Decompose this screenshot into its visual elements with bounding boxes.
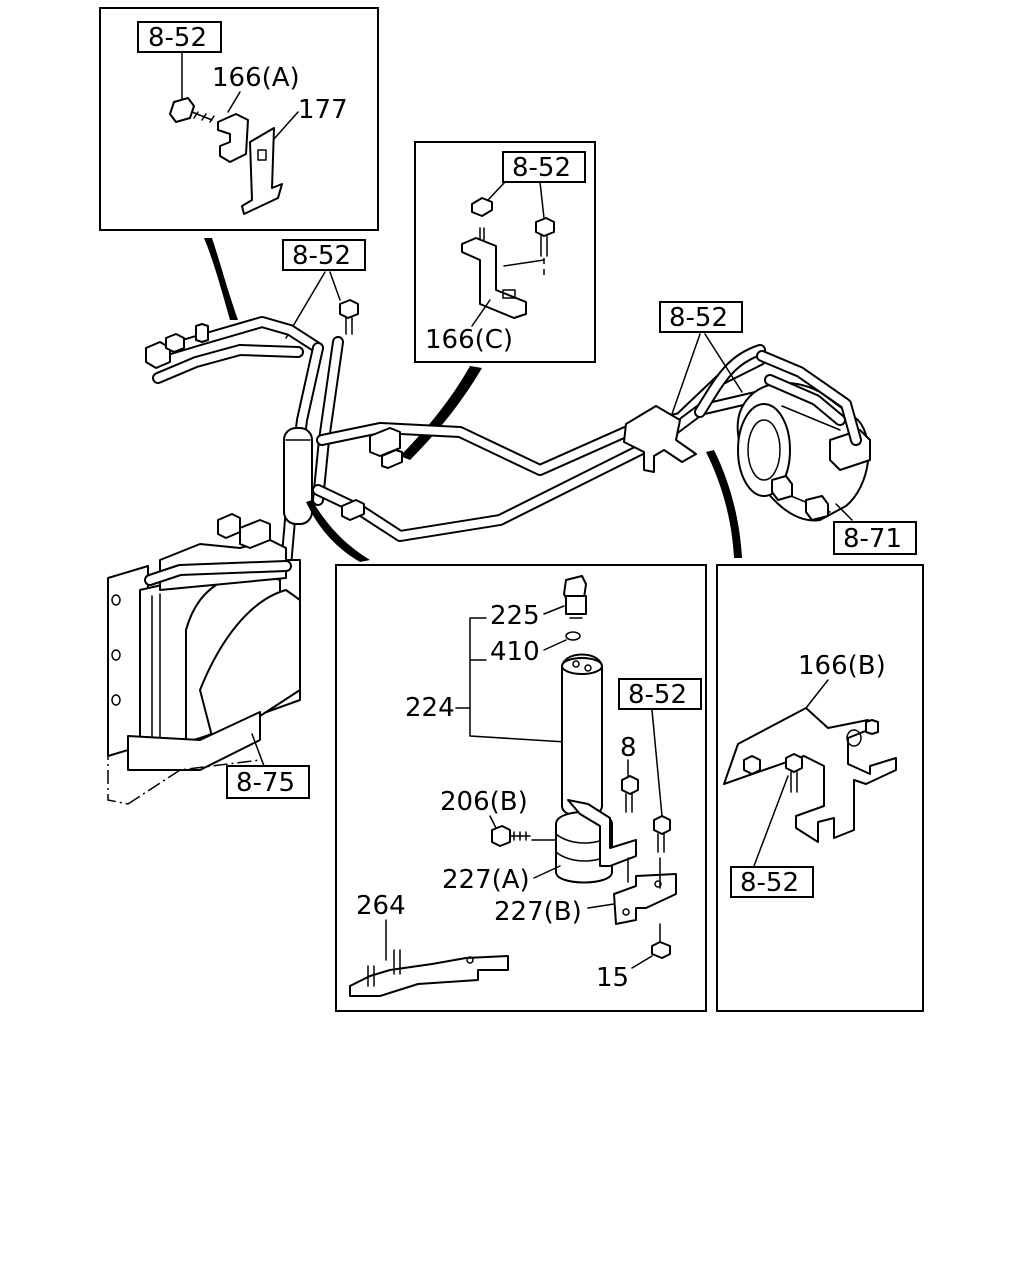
leader-wedge: [706, 450, 742, 558]
ref-box-compressor[interactable]: [833, 521, 917, 555]
condenser: [107, 513, 301, 805]
part-label-264: 264: [356, 891, 406, 921]
detail-panel-bracket-c: 8-52 166(C): [414, 141, 596, 363]
nut-icon: [651, 941, 671, 959]
leader-wedge: [204, 238, 238, 320]
ref-box-condenser[interactable]: [226, 765, 310, 799]
clip-icon: [217, 113, 249, 163]
ref-label-top-left: 8-52: [148, 23, 207, 53]
bracket-icon: [241, 127, 283, 215]
ref-box-dryer-panel[interactable]: [618, 678, 702, 710]
bolt-icon: [535, 217, 555, 237]
ref-label-center-panel: 8-52: [512, 153, 571, 183]
bolt-icon: [169, 97, 195, 123]
ref-label-compressor-pipe: 8-52: [669, 303, 728, 333]
ref-box-bracket-panel[interactable]: [730, 866, 814, 898]
part-label-166b: 166(B): [798, 651, 886, 681]
part-label-177: 177: [298, 95, 348, 125]
part-label-8: 8: [620, 733, 637, 763]
part-label-224: 224: [405, 693, 455, 723]
bolt-icon: [491, 825, 511, 847]
bracket-icon: [349, 955, 509, 997]
ref-box-harness[interactable]: [282, 239, 366, 271]
clamp-icon: [555, 811, 613, 884]
part-label-206b: 206(B): [440, 787, 528, 817]
ref-box-compressor-pipe[interactable]: [659, 301, 743, 333]
o-ring-icon: [565, 631, 581, 641]
part-label-410: 410: [490, 637, 540, 667]
ref-label-dryer-panel: 8-52: [628, 680, 687, 710]
bolt-icon: [621, 775, 639, 795]
part-label-227a: 227(A): [442, 865, 530, 895]
ref-label-bracket-panel: 8-52: [740, 868, 799, 898]
nut-icon: [471, 197, 493, 217]
part-label-166c: 166(C): [425, 325, 513, 355]
leader-wedge: [306, 500, 370, 562]
ref-box-top-left[interactable]: [137, 21, 222, 53]
part-label-15: 15: [596, 963, 629, 993]
part-label-166a: 166(A): [212, 63, 300, 93]
ac-pipe-assembly: [145, 299, 766, 572]
ref-label-harness: 8-52: [292, 241, 351, 271]
ref-label-condenser: 8-75: [236, 768, 295, 798]
detail-panel-dryer: 225 410 224 227(A) 206(B) 8 8-5: [335, 564, 707, 1012]
detail-panel-bracket-b: 166(B) 8-52: [716, 564, 924, 1012]
ref-label-compressor: 8-71: [843, 524, 902, 554]
bolt-icon: [339, 299, 359, 319]
detail-panel-clip: 8-52 166(A) 177: [99, 7, 379, 231]
ref-box-center-panel[interactable]: [502, 151, 586, 183]
part-label-227b: 227(B): [494, 897, 582, 927]
part-label-225: 225: [490, 601, 540, 631]
leader-wedge: [400, 366, 482, 460]
compressor: [736, 350, 871, 522]
receiver-drier-icon: [561, 653, 603, 818]
bolt-icon: [653, 815, 671, 835]
bolt-icon: [785, 753, 803, 773]
